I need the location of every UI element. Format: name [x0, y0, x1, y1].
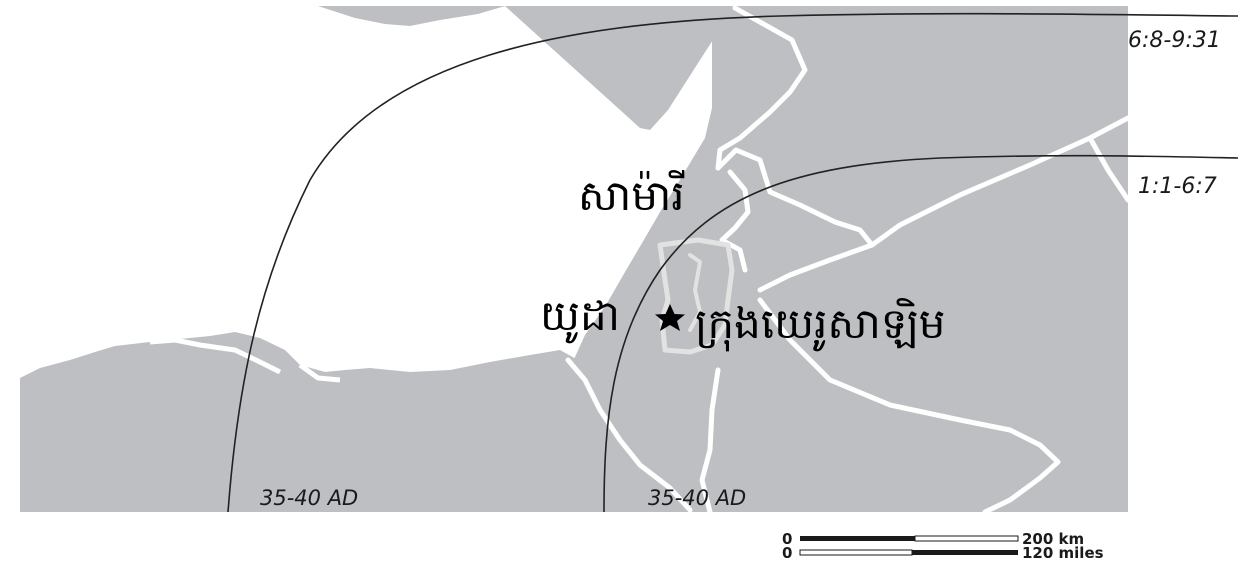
- scale-km-bar-light: [914, 535, 1019, 542]
- range-label-inner: 1:1-6:7: [1138, 174, 1217, 199]
- landmass: [20, 6, 1128, 512]
- place-label-jerusalem: ក្រុងយេរូសាឡិម: [695, 298, 945, 352]
- border-2: [715, 147, 875, 248]
- border-5: [757, 242, 875, 293]
- scale-km-label: 200 km: [1022, 530, 1084, 548]
- place-label-judea: យូដា: [540, 291, 620, 344]
- land-north-coast: [505, 6, 735, 130]
- scale-miles-bar-light: [799, 549, 913, 556]
- border-6: [719, 169, 751, 273]
- scale-miles-zero: 0: [782, 544, 792, 562]
- scale-miles-label: 120 miles: [1022, 544, 1104, 562]
- sinai-coast-2: [298, 362, 341, 383]
- border-1: [715, 5, 808, 171]
- border-4: [1087, 135, 1131, 203]
- era-label-right: 35-40 AD: [648, 486, 746, 510]
- scale-bar: 0 200 km 0 120 miles: [782, 530, 1104, 562]
- place-label-samaria: សាម៉ារី: [578, 170, 685, 220]
- range-label-outer: 6:8-9:31: [1128, 28, 1221, 53]
- outer-range-curve: [227, 12, 1238, 513]
- borders: [565, 5, 1131, 515]
- land-south-west: [20, 332, 605, 512]
- scale-miles-bar-dark: [912, 550, 1018, 555]
- land-east: [568, 6, 1128, 512]
- border-8: [699, 367, 721, 515]
- border-7: [757, 297, 1061, 515]
- star-icon: [655, 304, 685, 331]
- border-3: [869, 115, 1131, 248]
- province-outline: [657, 237, 735, 355]
- scale-km-zero: 0: [782, 530, 792, 548]
- province-inner: [688, 253, 702, 332]
- land-north-strip: [318, 6, 505, 26]
- scale-km-bar-dark: [800, 536, 915, 541]
- inner-range-curve: [603, 154, 1238, 513]
- border-9: [565, 357, 693, 513]
- era-label-left: 35-40 AD: [260, 486, 358, 510]
- sinai-coast: [149, 337, 282, 375]
